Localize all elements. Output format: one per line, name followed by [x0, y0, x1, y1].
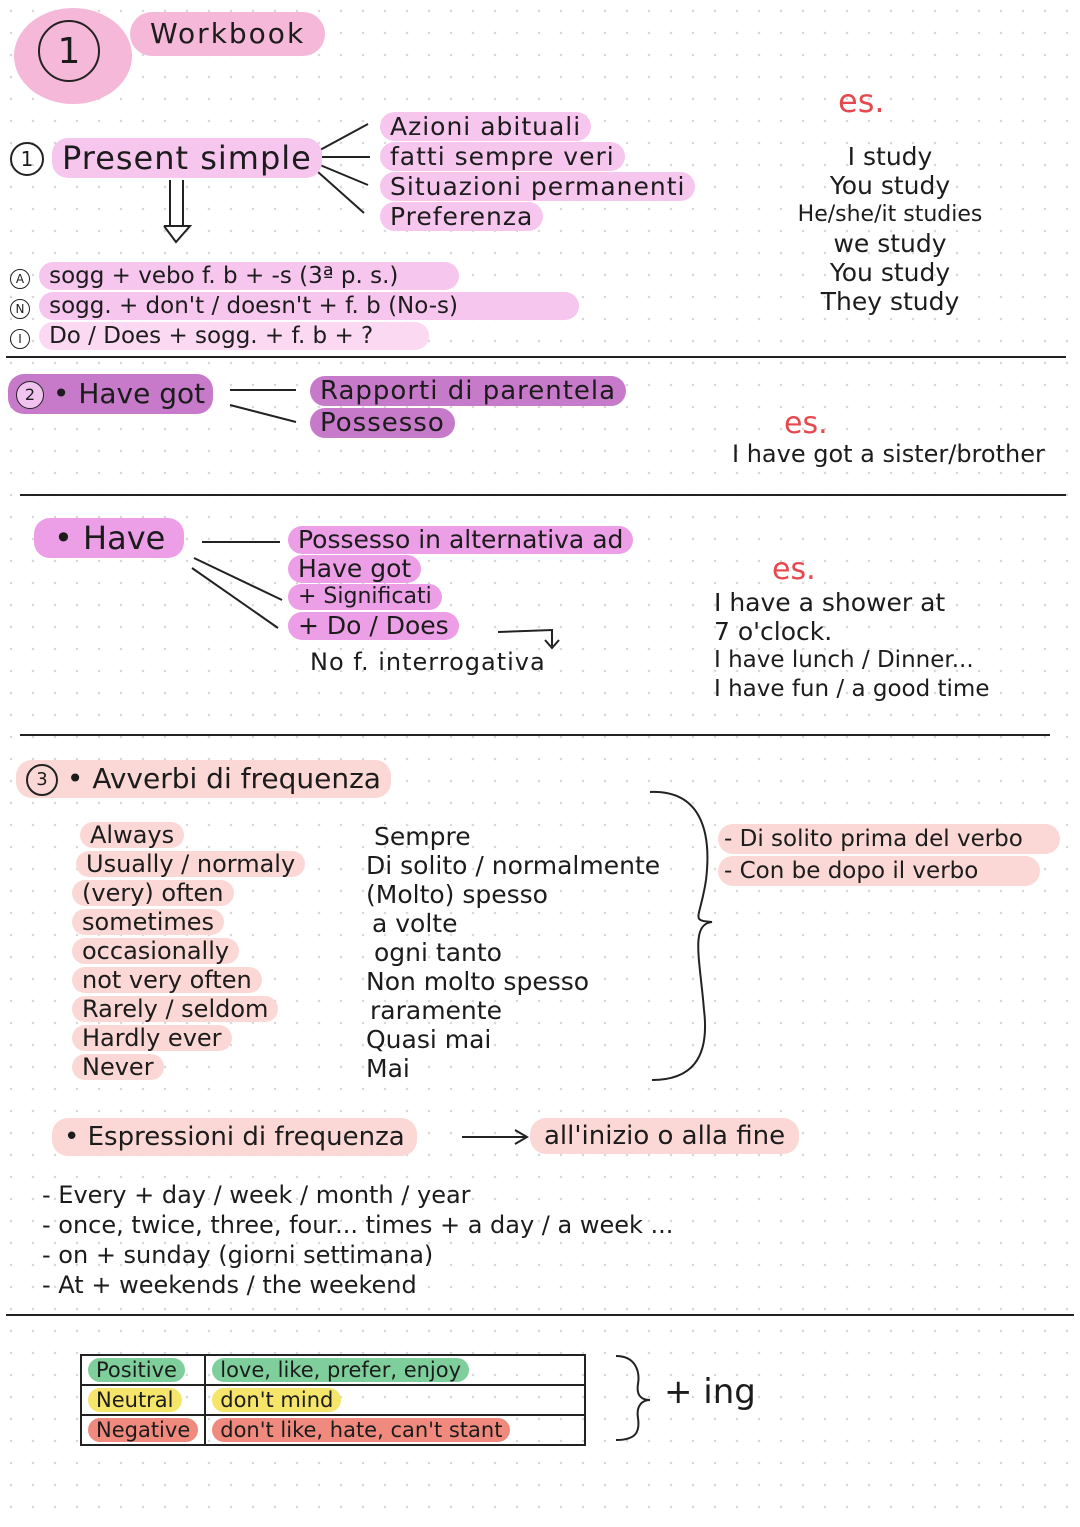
example-line: 7 o'clock. [714, 617, 833, 646]
use-item: Possesso [310, 408, 455, 438]
rule-text: Do / Does + sogg. + f. b + ? [39, 322, 430, 350]
example-line: I study [847, 142, 933, 171]
example-line: we study [833, 229, 947, 258]
have-title: • Have [34, 518, 184, 558]
table-row: Negative don't like, hate, can't stant [79, 1414, 586, 1446]
divider [20, 734, 1050, 736]
table-row: Positive love, like, prefer, enjoy [79, 1354, 586, 1386]
rule-mark: I [10, 328, 30, 349]
preference-verbs: love, like, prefer, enjoy [204, 1354, 586, 1386]
section1-uses: Azioni abituali fatti sempre veri Situaz… [380, 112, 696, 231]
translation: Quasi mai [366, 1025, 492, 1054]
expressions-position: all'inizio o alla fine [530, 1118, 800, 1154]
example-line: I have fun / a good time [714, 676, 990, 702]
adverb: occasionally [72, 938, 240, 964]
section1-rules: A sogg + vebo f. b + -s (3ª p. s.) N sog… [10, 262, 580, 352]
rule-row: I Do / Does + sogg. + f. b + ? [10, 322, 579, 352]
divider [6, 356, 1066, 358]
expression-line: - At + weekends / the weekend [42, 1271, 417, 1299]
adverb: Rarely / seldom [72, 996, 279, 1022]
translation: Non molto spesso [366, 967, 590, 996]
adverb: not very often [72, 967, 262, 993]
rule-mark: N [10, 298, 30, 319]
section1-number: 1 [10, 142, 44, 176]
page-number-circle: 1 [38, 20, 100, 82]
translation: Mai [366, 1054, 410, 1083]
use-item: + Do / Does [288, 612, 459, 640]
section2-number: 2 [16, 381, 44, 409]
example-line: They study [820, 287, 960, 316]
preference-table: Positive love, like, prefer, enjoy Neutr… [79, 1354, 586, 1446]
example-line: I have a shower at [714, 588, 946, 617]
use-item: Possesso in alternativa ad [288, 526, 634, 554]
section3-title: • Avverbi di frequenza [66, 762, 381, 795]
page-number: 1 [57, 30, 81, 72]
section1-examples: I study You study He/she/it studies we s… [780, 142, 1000, 316]
adverb: (very) often [72, 880, 234, 906]
section1-title: Present simple [52, 138, 322, 178]
section3-title-pill: 3 • Avverbi di frequenza [16, 760, 391, 798]
translation: raramente [370, 996, 502, 1025]
ing-suffix: + ing [664, 1372, 756, 1412]
section2-title: • Have got [52, 377, 206, 410]
use-item: Azioni abituali [380, 112, 592, 141]
rule-row: A sogg + vebo f. b + -s (3ª p. s.) [10, 262, 579, 292]
position-notes: - Di solito prima del verbo - Con be dop… [718, 824, 1060, 886]
position-note: - Con be dopo il verbo [718, 856, 1040, 886]
translation: a volte [372, 909, 458, 938]
use-item: Rapporti di parentela [310, 376, 627, 406]
rule-text: sogg + vebo f. b + -s (3ª p. s.) [39, 262, 460, 290]
expression-line: - once, twice, three, four... times + a … [42, 1211, 674, 1239]
adverb: Never [72, 1054, 164, 1080]
have-uses: Possesso in alternativa ad Have got + Si… [288, 526, 634, 640]
position-note: - Di solito prima del verbo [718, 824, 1060, 854]
use-item: + Significati [288, 584, 442, 610]
section3-number: 3 [26, 764, 58, 796]
page-title: Workbook [130, 12, 326, 56]
rule-row: N sogg. + don't / doesn't + f. b (No-s) [10, 292, 580, 322]
adverb: Usually / normaly [76, 851, 306, 877]
table-row: Neutral don't mind [79, 1384, 586, 1416]
preference-verbs: don't mind [204, 1384, 586, 1416]
example-line: You study [829, 171, 951, 200]
have-examples: I have a shower at 7 o'clock. I have lun… [714, 588, 989, 704]
divider [6, 1314, 1074, 1316]
have-example-label: es. [772, 552, 816, 587]
preference-label: Neutral [79, 1384, 207, 1416]
section2-title-pill: 2 • Have got [8, 374, 214, 414]
adverb: Hardly ever [72, 1025, 232, 1051]
section2-uses: Rapporti di parentela Possesso [310, 376, 627, 438]
divider [20, 494, 1066, 496]
example-line: I have lunch / Dinner... [714, 647, 974, 673]
use-item: fatti sempre veri [380, 142, 625, 171]
expressions-title: • Espressioni di frequenza [52, 1118, 417, 1156]
use-item: Preferenza [380, 202, 544, 231]
translation: Sempre [374, 822, 471, 851]
example-line: He/she/it studies [797, 202, 983, 227]
rule-mark: A [10, 268, 30, 289]
section1-example-label: es. [838, 82, 885, 120]
expression-line: - on + sunday (giorni settimana) [42, 1241, 434, 1269]
adverb: Always [80, 822, 185, 848]
adverb: sometimes [72, 909, 225, 935]
translation: (Molto) spesso [366, 880, 548, 909]
section2-example-label: es. [784, 406, 828, 441]
translation: Di solito / normalmente [366, 851, 661, 880]
adverb-list: Always Usually / normaly (very) often so… [72, 822, 306, 1080]
have-note: No f. interrogativa [310, 648, 546, 676]
preference-verbs: don't like, hate, can't stant [204, 1414, 586, 1446]
expression-line: - Every + day / week / month / year [42, 1181, 471, 1209]
rule-text: sogg. + don't / doesn't + f. b (No-s) [39, 292, 580, 320]
use-item: Situazioni permanenti [380, 172, 696, 201]
translation: ogni tanto [374, 938, 502, 967]
section2-example: I have got a sister/brother [732, 440, 1045, 468]
expressions-list: - Every + day / week / month / year - on… [42, 1180, 673, 1300]
translation-list: Sempre Di solito / normalmente (Molto) s… [366, 822, 660, 1083]
preference-label: Positive [79, 1354, 207, 1386]
use-item: Have got [288, 555, 422, 583]
example-line: You study [829, 258, 951, 287]
preference-label: Negative [79, 1414, 207, 1446]
